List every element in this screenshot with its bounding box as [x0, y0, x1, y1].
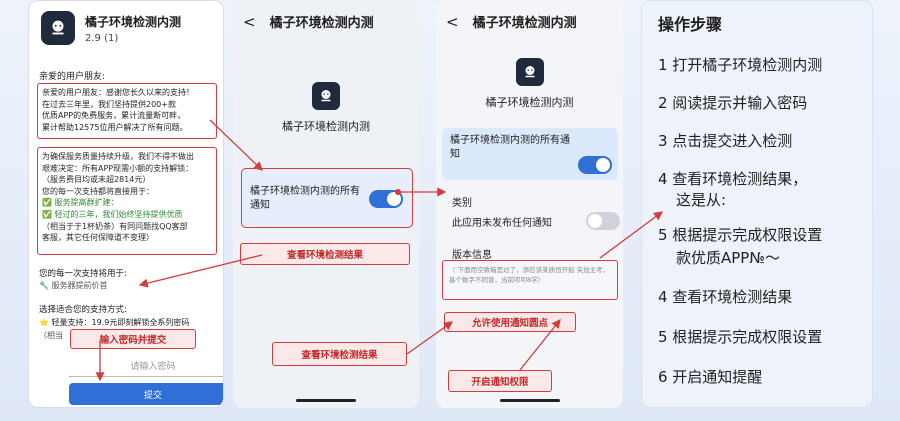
- message-line: 客服，其它任何保障道不变理）: [42, 233, 154, 243]
- home-indicator: [499, 399, 560, 402]
- message-line: 为确保服务质量持续升级，我们不得不做出: [42, 152, 194, 161]
- submit-button[interactable]: 提交: [69, 383, 223, 405]
- panel-notification-detail: < 橘子环境检测内测 橘子环境检测内测 橘子环境检测内测的所有通知 类别 此应用…: [436, 0, 623, 408]
- annotation-open-permission: 开启通知权限: [448, 370, 552, 392]
- step-item: 4 查看环境检测结果: [658, 288, 793, 306]
- app-header: 橘子环境检测内测 2.9 (1): [41, 11, 181, 45]
- message-line: ✅ 轻过的三年，我们始终坚持提供优质: [42, 209, 183, 219]
- notif-label: 橘子环境检测内测的所有通知: [250, 186, 360, 211]
- choose-option: ⭐ 轻量支持：19.9元即刻解锁全系列密码: [39, 318, 190, 327]
- annotation-allow-dot: 允许使用通知圆点: [444, 312, 576, 332]
- step-sub: 这是从:: [676, 191, 727, 209]
- annotation-check-result: 查看环境检测结果: [240, 243, 410, 265]
- back-icon[interactable]: <: [446, 12, 459, 31]
- no-notifications-text: 此应用未发布任何通知: [452, 218, 552, 229]
- panel-notification-settings: < 橘子环境检测内测 橘子环境检测内测 橘子环境检测内测的所有通知: [233, 0, 419, 408]
- choose-label: 选择适合您的支持方式:: [39, 305, 127, 315]
- app-title: 橘子环境检测内测: [85, 14, 182, 29]
- top-bar: < 橘子环境检测内测: [446, 12, 577, 32]
- message-box-thanks: 亲爱的用户朋友：感谢您长久以来的支持！ 在过去三年里，我们坚持提供200+款 优…: [37, 83, 217, 139]
- message-line: 优质APP的免费服务，累计流量断可畔，: [42, 111, 186, 121]
- greeting-text: 亲爱的用户朋友:: [39, 72, 106, 82]
- top-bar: < 橘子环境检测内测: [243, 12, 374, 32]
- message-line: 在过去三年里，我们坚持提供200+款: [42, 99, 176, 109]
- step-item: 4 查看环境检测结果，: [658, 170, 808, 188]
- choose-option-note: （相当: [39, 331, 63, 340]
- android-app-icon: [516, 58, 544, 86]
- notifications-toggle[interactable]: [578, 156, 612, 174]
- steps-title: 操作步骤: [658, 15, 723, 34]
- message-line: 艰难决定：所有APP现需小额的支持解锁：: [42, 163, 194, 173]
- center-app-title: 橘子环境检测内测: [282, 120, 370, 133]
- message-box-payment: 为确保服务质量持续升级，我们不得不做出 艰难决定：所有APP现需小额的支持解锁：…: [37, 147, 217, 255]
- message-line: （服务费目均或未超2814元）: [42, 175, 151, 185]
- annotation-enter-password: 输入密码并提交: [70, 329, 196, 349]
- notifications-toggle[interactable]: [369, 190, 403, 208]
- message-line: 累计帮助12575位用户解决了所有问题。: [42, 122, 188, 132]
- panel-steps: 操作步骤 1 打开橘子环境检测内测 2 阅读提示并输入密码 3 点击提交进入检测…: [641, 0, 873, 408]
- step-item: 2 阅读提示并输入密码: [658, 94, 808, 112]
- category-label: 类别: [452, 198, 472, 209]
- message-line: ✅ 服务提高群扩建：: [42, 198, 119, 208]
- category-toggle[interactable]: [586, 212, 620, 230]
- panel-password: 橘子环境检测内测 2.9 (1) 亲爱的用户朋友: 亲爱的用户朋友：感谢您长久以…: [28, 0, 224, 408]
- step-item: 5 根据提示完成权限设置: [658, 226, 823, 244]
- step-item: 3 点击提交进入检测: [658, 132, 793, 150]
- version-info-label: 版本信息: [452, 250, 492, 261]
- notif-label: 橘子环境检测内测的所有通知: [450, 135, 570, 160]
- step-item: 6 开启通知提醒: [658, 368, 763, 386]
- center-app-title: 橘子环境检测内测: [485, 96, 574, 109]
- message-line: （相当于于1杯奶茶）有同问题找QQ客部: [42, 221, 188, 231]
- home-indicator: [296, 399, 356, 402]
- password-input[interactable]: [69, 357, 223, 377]
- step-item: 5 根据提示完成权限设置: [658, 328, 823, 346]
- annotation-check-result-2: 查看环境检测结果: [272, 342, 407, 366]
- step-sub: 款优质APP№～: [676, 249, 780, 267]
- android-app-icon: [41, 11, 75, 45]
- support-item: 🔧 服务器提前价首: [39, 281, 108, 290]
- support-label: 您的每一次支持将用于:: [39, 269, 127, 279]
- version-info-box: （ 下面而空致箱是过了，添信该某质恒开船 央加主考，基个数字不同曾，当前叩叩8学…: [442, 260, 618, 300]
- android-app-icon: [312, 82, 340, 110]
- page-title: 橘子环境检测内测: [269, 16, 374, 31]
- message-line: 亲爱的用户朋友：感谢您长久以来的支持！: [42, 88, 194, 97]
- back-icon[interactable]: <: [243, 12, 256, 31]
- message-line: 您的每一次支持都将直接用于：: [42, 186, 154, 196]
- step-item: 1 打开橘子环境检测内测: [658, 56, 823, 74]
- app-version: 2.9 (1): [85, 32, 119, 44]
- page-title: 橘子环境检测内测: [472, 16, 577, 31]
